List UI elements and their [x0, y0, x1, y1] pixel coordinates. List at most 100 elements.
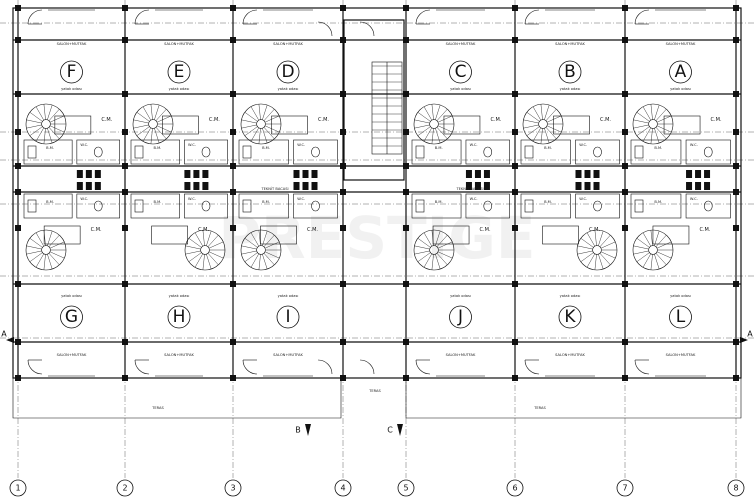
room-label-bedroom: yatak odası: [61, 87, 82, 91]
section-mark-a-right: A: [747, 330, 753, 339]
column: [622, 281, 628, 287]
column: [340, 129, 346, 135]
label-wc: W.C.: [690, 143, 698, 147]
label-bm: B.M.: [153, 146, 161, 150]
label-bm: B.M.: [46, 200, 54, 204]
svg-text:PRESTIGE: PRESTIGE: [219, 204, 536, 272]
appliance: [302, 182, 309, 190]
room-label-bedroom: yatak odası: [169, 87, 190, 91]
column: [15, 339, 21, 345]
column: [512, 163, 518, 169]
column: [512, 91, 518, 97]
column: [15, 91, 21, 97]
column: [733, 225, 739, 231]
column: [340, 91, 346, 97]
column: [622, 91, 628, 97]
terrace-labels: TERAS TERAS TERAS: [151, 389, 546, 410]
room-label-bedroom: yatak odası: [670, 294, 691, 298]
section-arrow-c: [397, 424, 403, 436]
label-cm: C.M.: [101, 117, 112, 123]
unit-letter-circle: [449, 305, 472, 329]
label-bm: B.M.: [654, 146, 662, 150]
label-wc: W.C.: [188, 143, 196, 147]
column: [230, 5, 236, 11]
appliance: [686, 170, 693, 178]
axis-label: 2: [122, 484, 127, 493]
terrace-label-left: TERAS: [151, 406, 164, 410]
axis-label: 8: [733, 484, 738, 493]
label-bm: B.M.: [46, 146, 54, 150]
column: [15, 225, 21, 231]
column: [122, 5, 128, 11]
column: [512, 225, 518, 231]
appliance: [483, 182, 490, 190]
unit-letter: I: [285, 307, 290, 327]
column: [622, 5, 628, 11]
room-label-bedroom: yatak odası: [278, 294, 299, 298]
watermark: PRESTIGE: [219, 204, 536, 272]
party-walls: [15, 5, 739, 381]
room-label-bedroom: yatak odası: [560, 87, 581, 91]
column: [122, 281, 128, 287]
label-bm: B.M.: [153, 200, 161, 204]
room-label-salon: SALON+MUTFAK: [666, 353, 696, 357]
column: [15, 5, 21, 11]
column: [512, 339, 518, 345]
label-cm: C.M.: [589, 227, 600, 233]
column: [403, 37, 409, 43]
appliance: [94, 170, 101, 178]
appliance: [584, 170, 591, 178]
axis-bubble-5: 5: [397, 479, 415, 497]
section-mark-a-left: A: [1, 330, 7, 339]
room-label-bedroom: yatak odası: [61, 294, 82, 298]
unit-letter: F: [67, 62, 77, 82]
column: [733, 375, 739, 381]
column: [733, 339, 739, 345]
column: [512, 129, 518, 135]
appliance: [76, 182, 83, 190]
column: [340, 5, 346, 11]
label-cm: C.M.: [480, 227, 491, 233]
column: [403, 91, 409, 97]
column: [622, 163, 628, 169]
axis-bubble-3: 3: [224, 479, 242, 497]
appliance: [311, 182, 318, 190]
column: [122, 375, 128, 381]
label-wc: W.C.: [80, 143, 88, 147]
column: [230, 225, 236, 231]
core-stair: [317, 21, 402, 375]
column: [15, 163, 21, 169]
column: [340, 189, 346, 195]
column: [15, 37, 21, 43]
appliance: [695, 170, 702, 178]
column: [403, 339, 409, 345]
appliance: [593, 170, 600, 178]
unit-letter-circle: [669, 60, 692, 84]
axis-bubble-7: 7: [616, 479, 634, 497]
appliance: [311, 170, 318, 178]
unit-letter: K: [564, 307, 576, 327]
unit-letter-circle: [276, 305, 300, 329]
column: [622, 129, 628, 135]
column: [733, 37, 739, 43]
label-wc: W.C.: [297, 197, 305, 201]
section-arrow-a-right: [740, 337, 748, 343]
label-cm: C.M.: [318, 117, 329, 123]
column: [122, 129, 128, 135]
label-bm: B.M.: [654, 200, 662, 204]
column: [122, 163, 128, 169]
appliance: [465, 170, 472, 178]
axis-label: 7: [622, 484, 627, 493]
column: [512, 37, 518, 43]
label-wc: W.C.: [579, 143, 587, 147]
section-arrow-b: [305, 424, 311, 436]
column: [122, 225, 128, 231]
terrace-label-right: TERAS: [533, 406, 546, 410]
